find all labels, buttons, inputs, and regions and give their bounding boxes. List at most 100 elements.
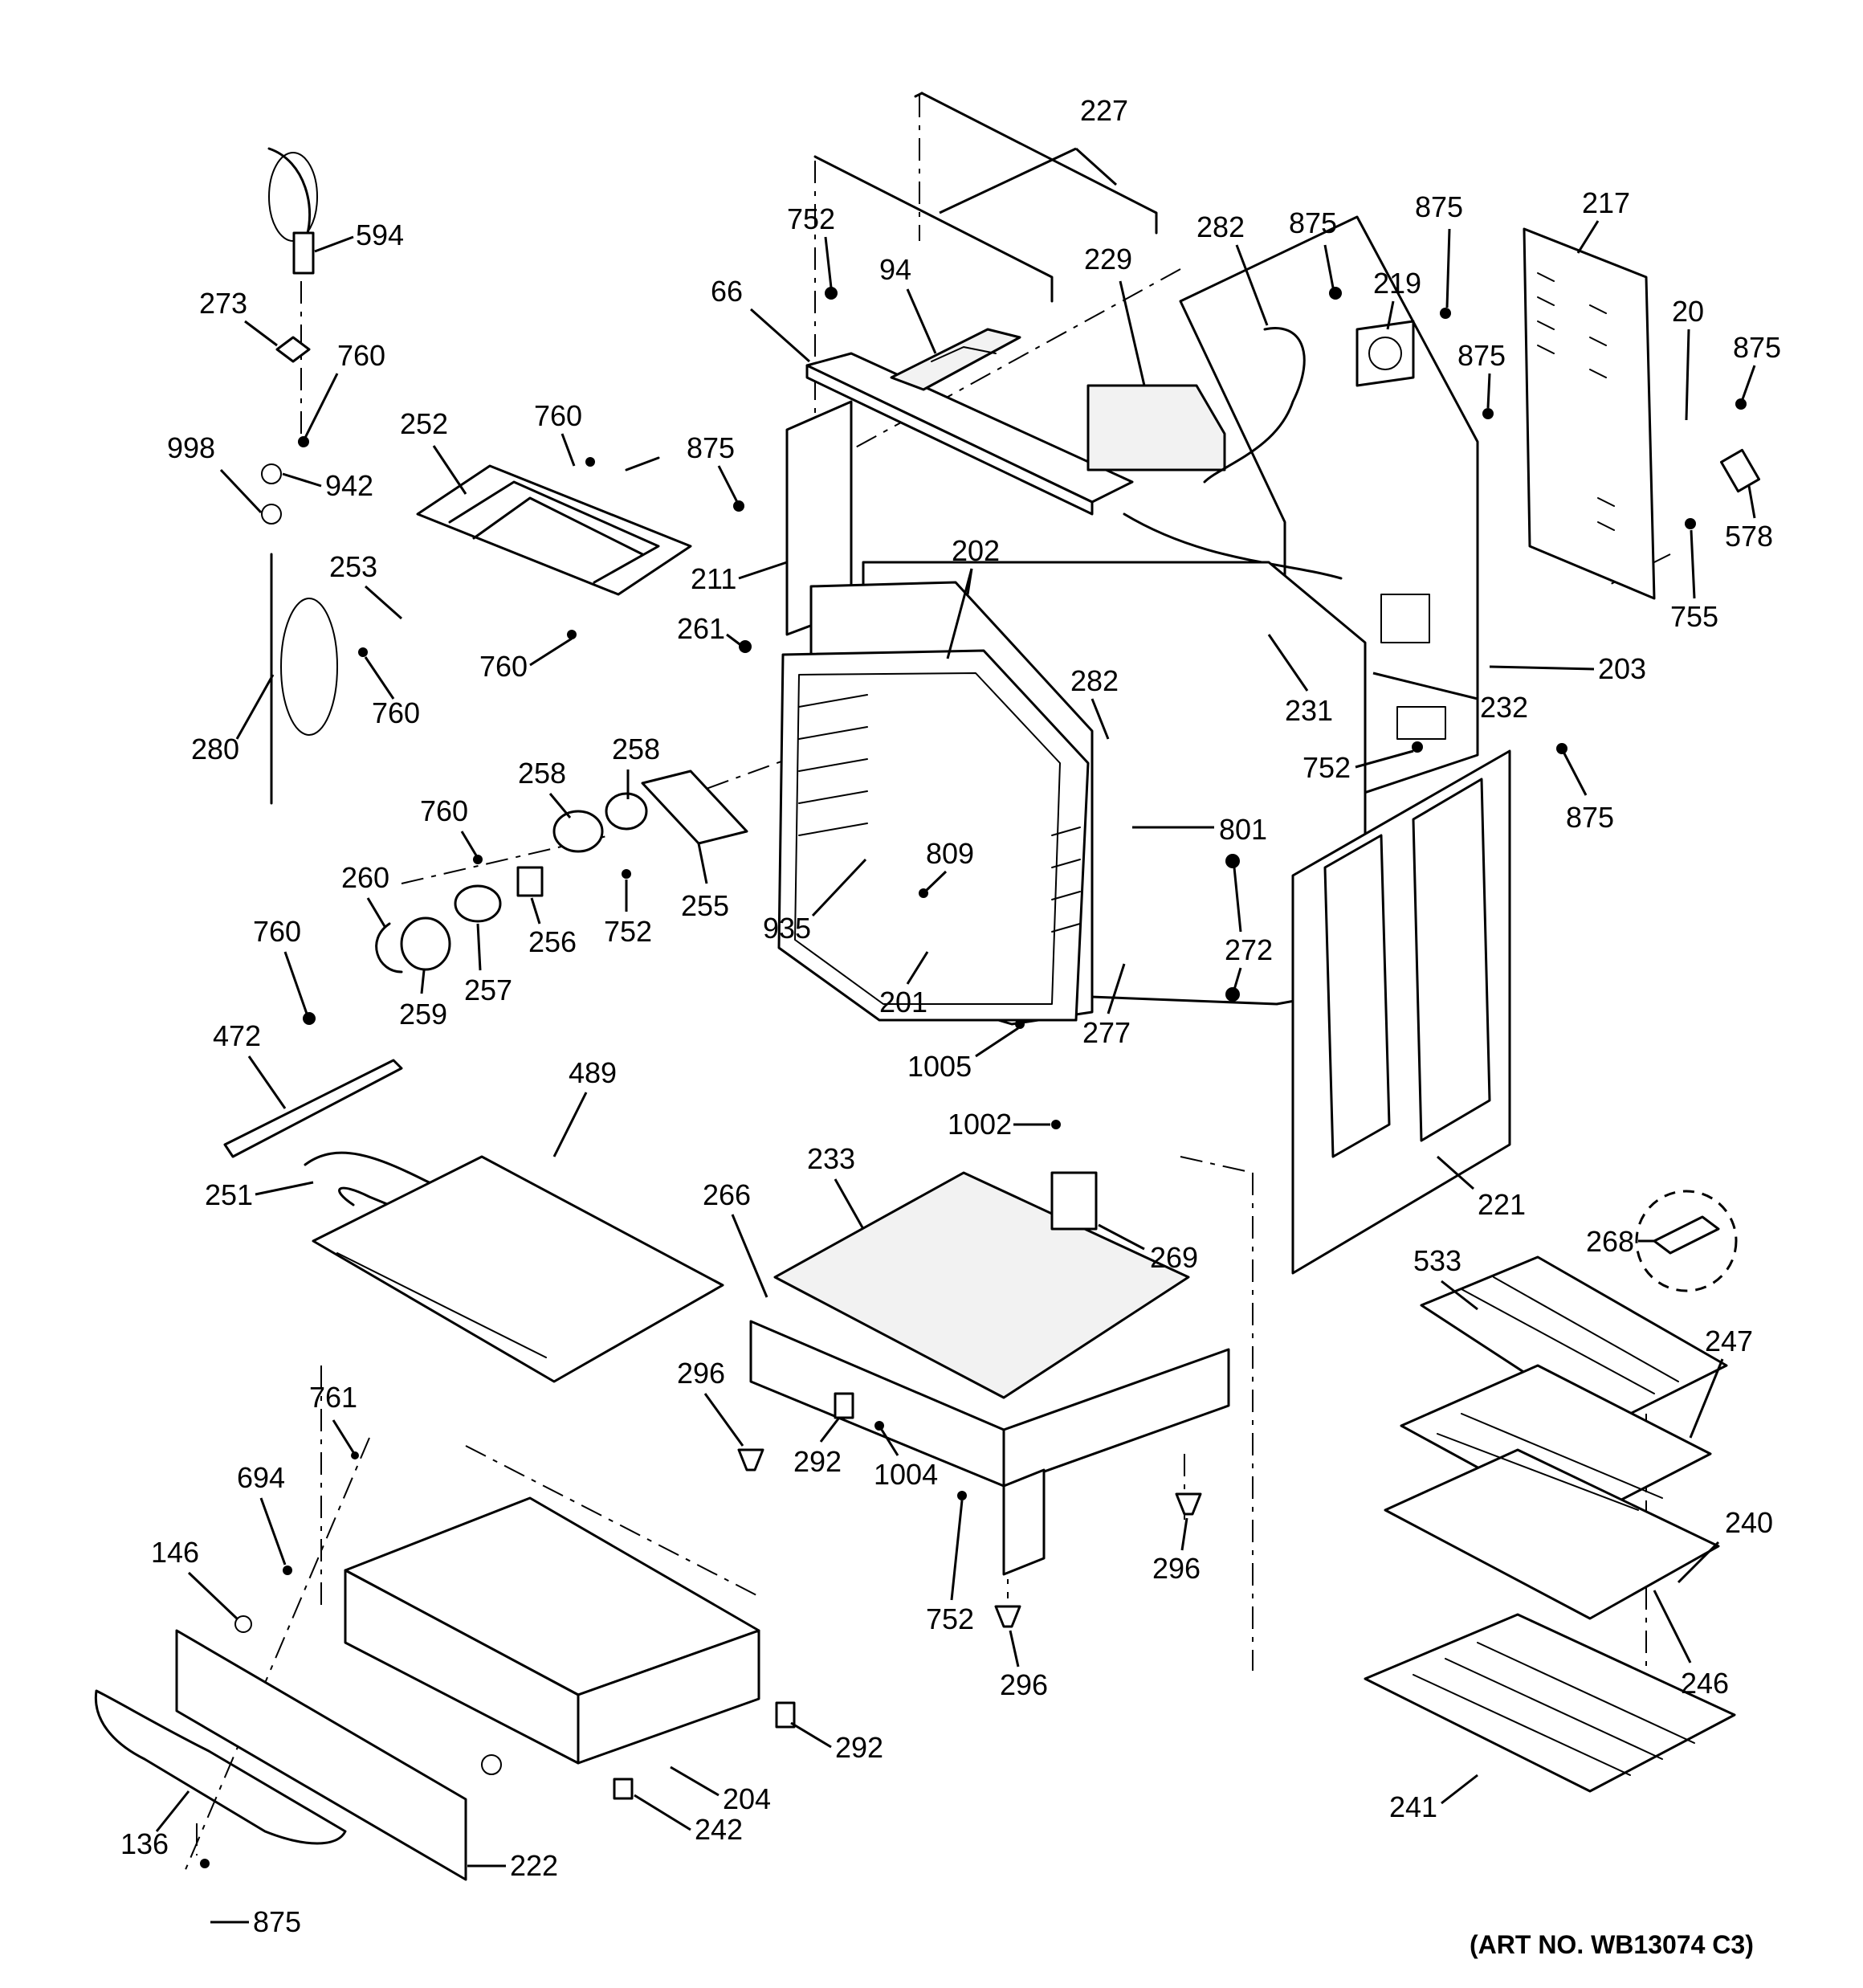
callout-809: 809 bbox=[926, 837, 974, 870]
callout-801: 801 bbox=[1219, 813, 1267, 846]
part-268-detail bbox=[1635, 1190, 1738, 1292]
callout-292: 292 bbox=[835, 1731, 883, 1764]
callout-1002: 1002 bbox=[948, 1108, 1012, 1141]
callout-273: 273 bbox=[199, 287, 247, 320]
callout-472: 472 bbox=[213, 1019, 261, 1052]
callout-761: 761 bbox=[309, 1381, 357, 1414]
part-201-oven-cavity bbox=[777, 581, 1094, 1026]
callout-277: 277 bbox=[1082, 1016, 1131, 1049]
callout-146: 146 bbox=[151, 1536, 199, 1569]
callout-282: 282 bbox=[1196, 210, 1245, 243]
callout-269: 269 bbox=[1150, 1241, 1198, 1274]
callout-875: 875 bbox=[1457, 339, 1506, 372]
callout-752: 752 bbox=[926, 1602, 974, 1635]
callout-489: 489 bbox=[569, 1056, 617, 1089]
part-219-vent bbox=[1355, 320, 1415, 387]
callout-296: 296 bbox=[1152, 1552, 1201, 1585]
callout-211: 211 bbox=[691, 562, 736, 595]
part-204-drawer bbox=[94, 1496, 760, 1881]
part-217-side-cover bbox=[1523, 227, 1656, 600]
callout-258: 258 bbox=[612, 733, 660, 765]
callout-760: 760 bbox=[420, 794, 468, 827]
part-233-266-drawer-support bbox=[749, 1171, 1230, 1576]
part-racks bbox=[1364, 1255, 1736, 1793]
callout-266: 266 bbox=[703, 1178, 751, 1211]
callout-875: 875 bbox=[1289, 206, 1337, 239]
callout-998: 998 bbox=[167, 431, 215, 464]
part-light-assembly bbox=[375, 769, 748, 974]
callout-20: 20 bbox=[1672, 295, 1704, 328]
callout-296: 296 bbox=[1000, 1668, 1048, 1701]
callout-259: 259 bbox=[399, 998, 447, 1031]
callout-1005: 1005 bbox=[907, 1050, 972, 1083]
callout-202: 202 bbox=[952, 534, 1000, 567]
callout-760: 760 bbox=[372, 696, 420, 729]
callout-752: 752 bbox=[604, 915, 652, 948]
callout-292: 292 bbox=[793, 1445, 842, 1478]
part-489-bake-element bbox=[223, 1059, 724, 1383]
callout-282: 282 bbox=[1070, 664, 1119, 697]
callout-760: 760 bbox=[253, 915, 301, 948]
callout-280: 280 bbox=[191, 733, 239, 765]
callout-66: 66 bbox=[711, 275, 743, 308]
callout-594: 594 bbox=[356, 218, 404, 251]
callout-875: 875 bbox=[1415, 190, 1463, 223]
callout-94: 94 bbox=[879, 253, 911, 286]
callout-255: 255 bbox=[681, 889, 729, 922]
part-227-top-trim bbox=[813, 92, 1158, 303]
callout-136: 136 bbox=[120, 1827, 169, 1860]
callout-201: 201 bbox=[879, 986, 927, 1018]
callout-252: 252 bbox=[400, 407, 448, 440]
callout-222: 222 bbox=[510, 1849, 558, 1882]
callout-232: 232 bbox=[1480, 691, 1528, 724]
part-252-broil-element bbox=[416, 456, 692, 596]
callout-240: 240 bbox=[1725, 1506, 1773, 1539]
callout-241: 241 bbox=[1389, 1790, 1437, 1823]
callout-231: 231 bbox=[1285, 694, 1333, 727]
small-hardware bbox=[200, 287, 1760, 1868]
callout-272: 272 bbox=[1225, 933, 1273, 966]
callout-760: 760 bbox=[479, 650, 528, 683]
callout-268: 268 bbox=[1586, 1225, 1634, 1258]
callout-246: 246 bbox=[1681, 1667, 1729, 1700]
callout-875: 875 bbox=[1733, 331, 1781, 364]
callout-755: 755 bbox=[1670, 600, 1718, 633]
callout-694: 694 bbox=[237, 1461, 285, 1494]
callout-760: 760 bbox=[534, 399, 582, 432]
callout-935: 935 bbox=[763, 912, 811, 945]
callout-875: 875 bbox=[1566, 801, 1614, 834]
callout-219: 219 bbox=[1373, 267, 1421, 300]
callout-227: 227 bbox=[1080, 94, 1128, 127]
callout-260: 260 bbox=[341, 861, 389, 894]
callout-578: 578 bbox=[1725, 520, 1773, 553]
callout-875: 875 bbox=[687, 431, 735, 464]
callout-752: 752 bbox=[1302, 751, 1351, 784]
callout-233: 233 bbox=[807, 1142, 855, 1175]
callout-217: 217 bbox=[1582, 186, 1630, 219]
callout-221: 221 bbox=[1478, 1188, 1526, 1221]
callout-875: 875 bbox=[253, 1905, 301, 1938]
callout-1004: 1004 bbox=[874, 1458, 938, 1491]
callout-253: 253 bbox=[329, 550, 377, 583]
callout-258: 258 bbox=[518, 757, 566, 790]
callout-256: 256 bbox=[528, 925, 577, 958]
callout-296: 296 bbox=[677, 1357, 725, 1390]
callout-242: 242 bbox=[695, 1813, 743, 1846]
part-229-insulation bbox=[1086, 384, 1226, 471]
callout-229: 229 bbox=[1084, 243, 1132, 276]
callouts: 227 752 94 66 229 282 875 875 219 217 87… bbox=[120, 94, 1781, 1938]
callout-533: 533 bbox=[1413, 1244, 1461, 1277]
callout-247: 247 bbox=[1705, 1325, 1753, 1357]
callout-251: 251 bbox=[205, 1178, 253, 1211]
callout-752: 752 bbox=[787, 202, 835, 235]
part-221-side-panel bbox=[1291, 749, 1511, 1275]
callout-760: 760 bbox=[337, 339, 385, 372]
part-66-top-bracket bbox=[805, 328, 1134, 516]
art-number: (ART NO. WB13074 C3) bbox=[1470, 1930, 1754, 1959]
callout-203: 203 bbox=[1598, 652, 1646, 685]
callout-257: 257 bbox=[464, 974, 512, 1006]
callout-942: 942 bbox=[325, 469, 373, 502]
callout-261: 261 bbox=[677, 612, 725, 645]
callout-204: 204 bbox=[723, 1782, 771, 1815]
